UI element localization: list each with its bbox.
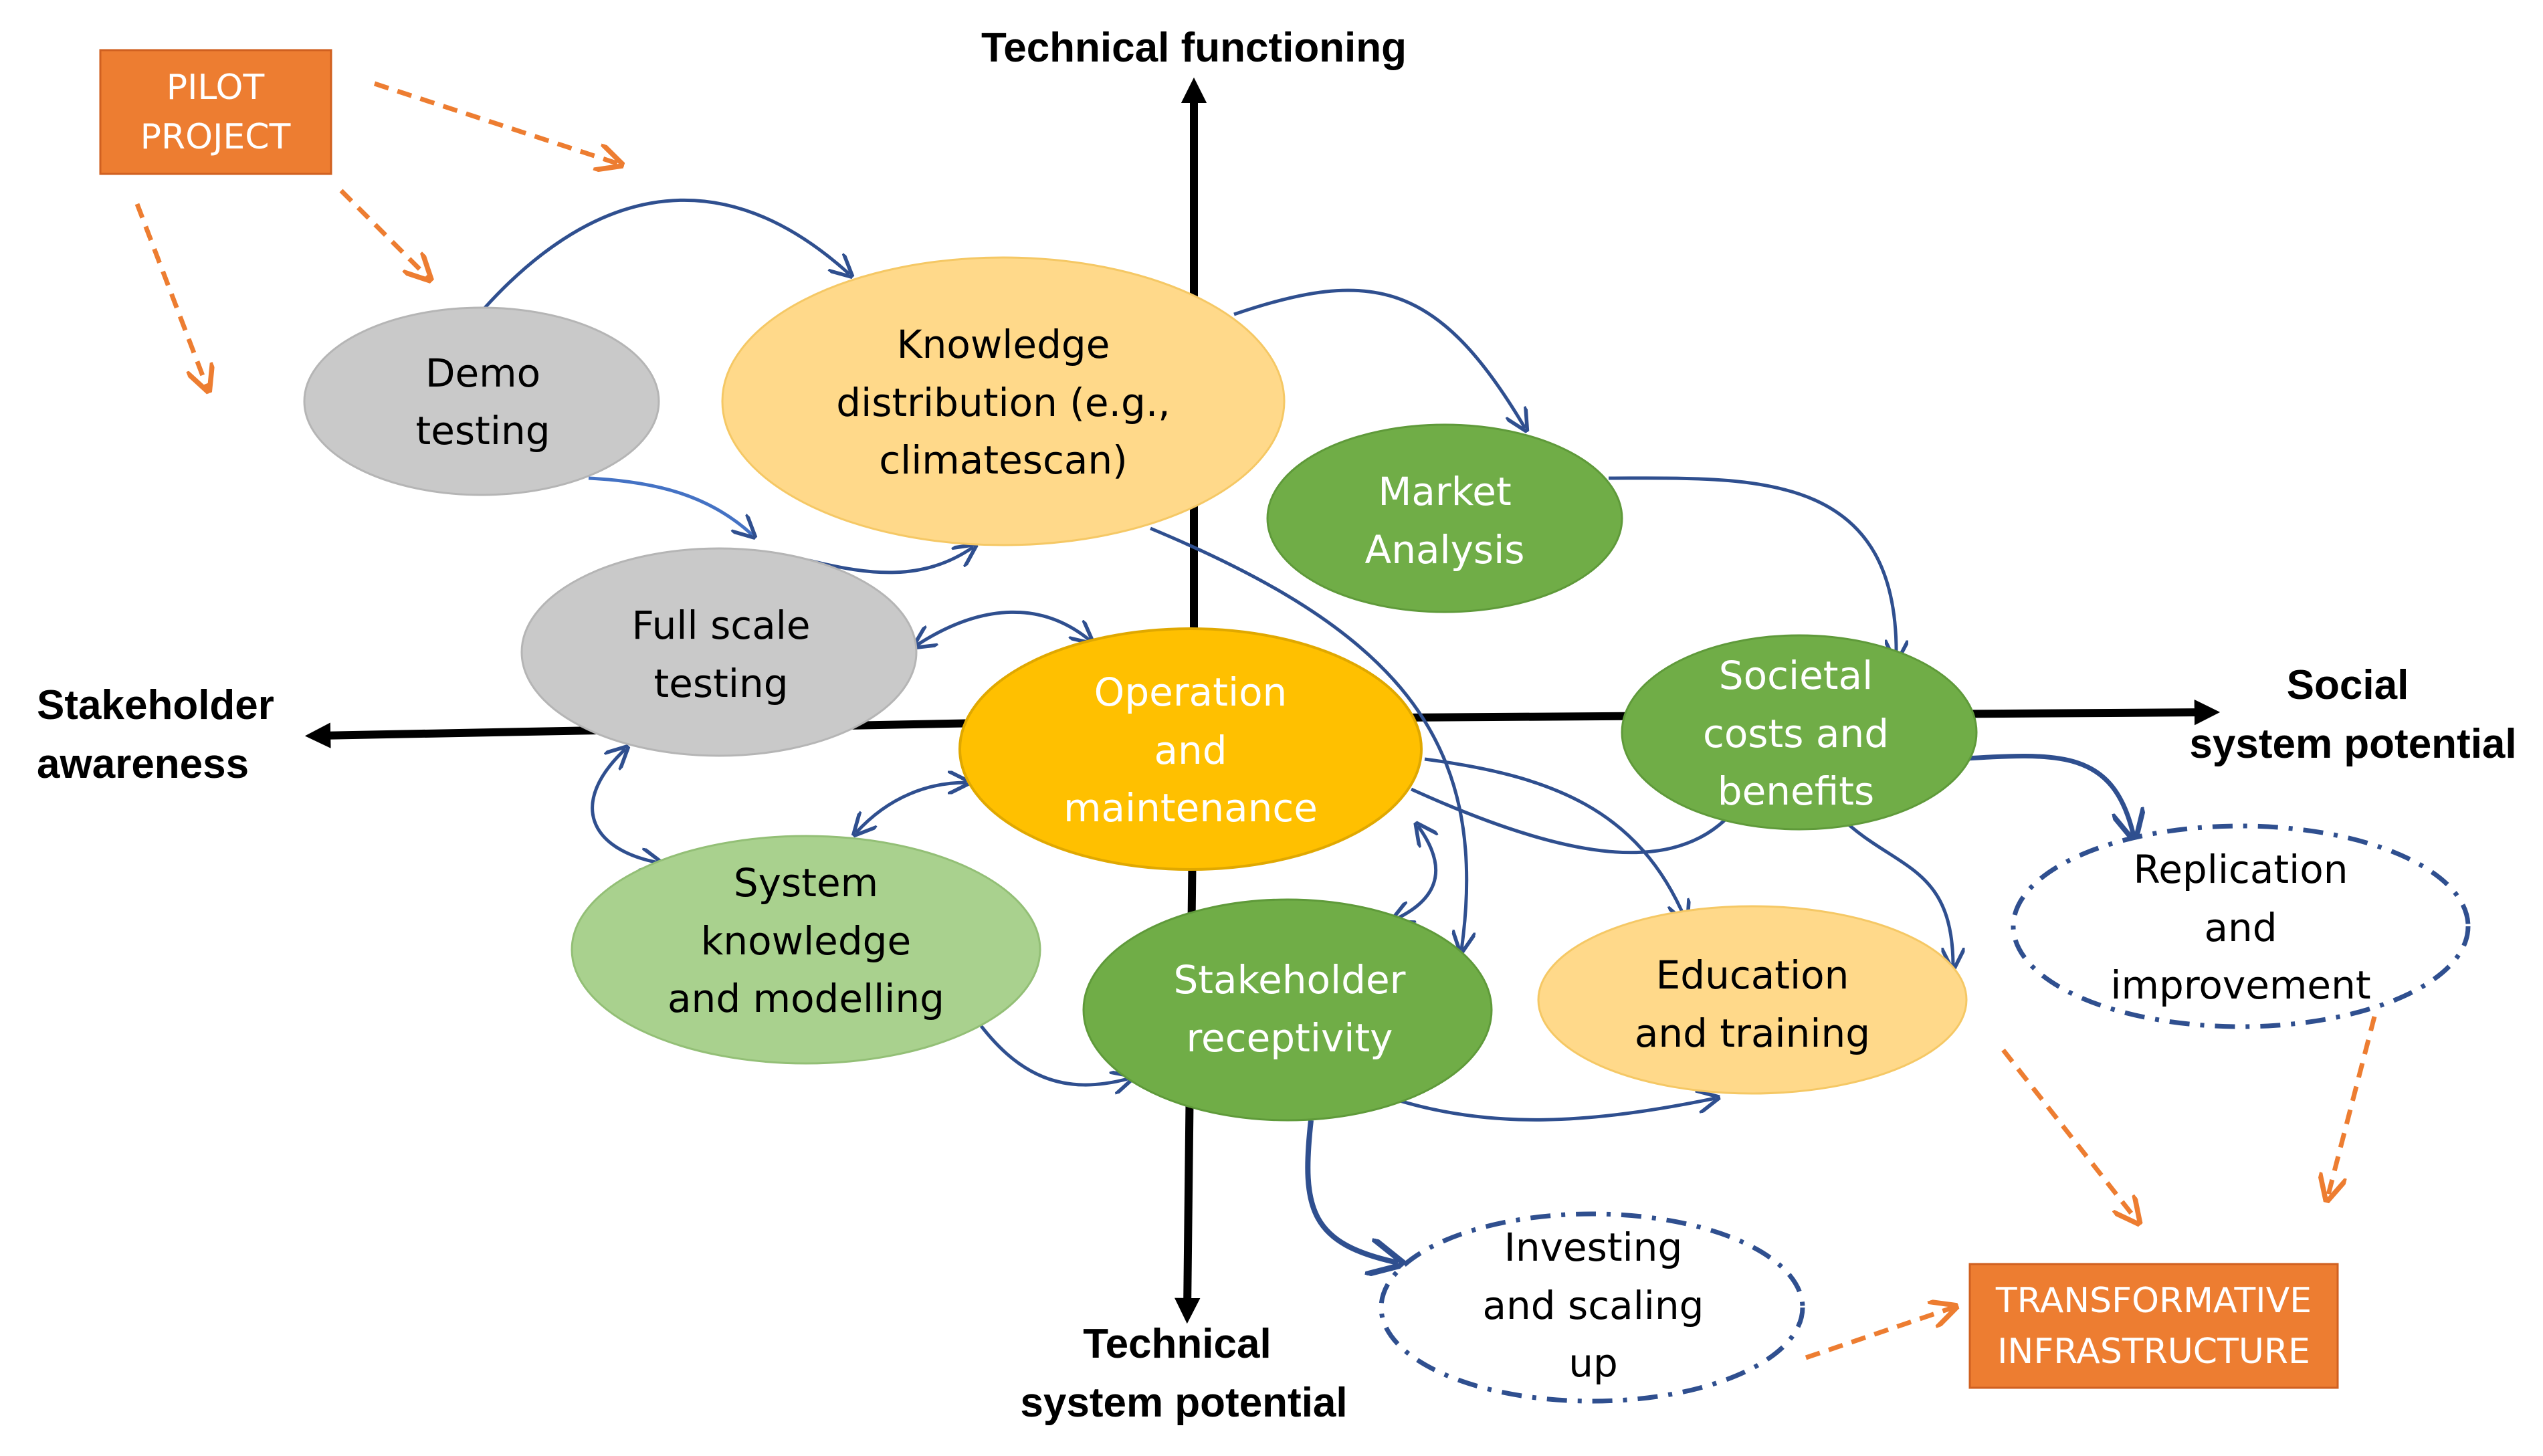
flow-knowledge-stakeholder bbox=[1150, 526, 1467, 950]
dashed-arrow-education-transformative bbox=[2001, 1048, 2137, 1221]
flow-fullscale-knowledge bbox=[809, 547, 973, 575]
fullscale-line1: Full scale bbox=[631, 603, 810, 648]
node-societal-costs-benefits: Societal costs and benefits bbox=[1621, 634, 1978, 831]
replication-line2: and bbox=[2204, 905, 2277, 950]
flow-stakeholder-education bbox=[1391, 1098, 1716, 1122]
dashed-arrow-pilot-right bbox=[373, 81, 619, 164]
demo-line1: Demo bbox=[425, 350, 540, 396]
operation-line3: maintenance bbox=[1063, 785, 1318, 831]
knowledge-line2: distribution (e.g., bbox=[836, 380, 1170, 425]
investing-line2: and scaling bbox=[1482, 1283, 1704, 1328]
node-market-analysis: Market Analysis bbox=[1266, 423, 1623, 613]
axes: Technical functioning Technical system p… bbox=[37, 25, 2517, 1426]
dashed-arrow-pilot-down bbox=[134, 203, 207, 388]
flow-demo-knowledge bbox=[484, 198, 849, 309]
node-system-knowledge-modelling: System knowledge and modelling bbox=[571, 835, 1041, 1065]
axis-label-bottom-line2: system potential bbox=[1020, 1380, 1347, 1426]
stakeholder-line1: Stakeholder bbox=[1173, 957, 1405, 1003]
pilot-line1: PILOT bbox=[167, 68, 265, 108]
node-replication-improvement: Replication and improvement bbox=[2011, 823, 2471, 1029]
knowledge-line3: climatescan) bbox=[879, 437, 1128, 483]
replication-line1: Replication bbox=[2134, 847, 2348, 892]
node-education-training: Education and training bbox=[1537, 905, 1968, 1095]
flow-system-operation bbox=[856, 783, 967, 833]
flow-system-stakeholder bbox=[971, 1014, 1130, 1085]
societal-line1: Societal bbox=[1719, 653, 1873, 698]
operation-line1: Operation bbox=[1094, 669, 1288, 715]
transformative-line2: INFRASTRUCTURE bbox=[1997, 1332, 2310, 1372]
dashed-arrows bbox=[134, 81, 2377, 1360]
education-line1: Education bbox=[1656, 952, 1849, 998]
flow-operation-societal bbox=[1410, 787, 1727, 855]
flow-societal-replication bbox=[1956, 753, 2134, 836]
flow-arrows bbox=[484, 198, 2134, 1263]
societal-line3: benefits bbox=[1718, 768, 1874, 814]
flow-fullscale-system bbox=[591, 749, 659, 863]
axis-label-top: Technical functioning bbox=[981, 25, 1407, 71]
flow-societal-education bbox=[1838, 815, 1953, 966]
system-line2: knowledge bbox=[701, 918, 911, 964]
axis-label-left-line2: awareness bbox=[37, 741, 249, 787]
transformative-infrastructure-box: TRANSFORMATIVE INFRASTRUCTURE bbox=[1968, 1263, 2339, 1389]
node-operation-maintenance: Operation and maintenance bbox=[958, 627, 1423, 871]
investing-line3: up bbox=[1568, 1340, 1618, 1386]
fullscale-line2: testing bbox=[653, 661, 788, 706]
dashed-arrow-replication-transformative bbox=[2328, 1016, 2377, 1197]
flow-operation-education bbox=[1424, 757, 1686, 920]
dashed-arrow-pilot-diag bbox=[339, 189, 428, 278]
demo-line2: testing bbox=[415, 408, 550, 453]
education-line2: and training bbox=[1635, 1011, 1870, 1056]
axis-label-right-line2: system potential bbox=[2189, 721, 2516, 767]
flow-fullscale-operation bbox=[916, 610, 1090, 645]
flow-stakeholder-investing bbox=[1305, 1120, 1398, 1263]
node-full-scale-testing: Full scale testing bbox=[520, 547, 918, 757]
knowledge-line1: Knowledge bbox=[897, 322, 1110, 367]
pilot-line2: PROJECT bbox=[140, 117, 291, 157]
node-knowledge-distribution: Knowledge distribution (e.g., climatesca… bbox=[721, 256, 1286, 546]
node-stakeholder-receptivity: Stakeholder receptivity bbox=[1082, 898, 1493, 1122]
flow-knowledge-market bbox=[1233, 288, 1525, 428]
system-line3: and modelling bbox=[668, 976, 944, 1021]
societal-line2: costs and bbox=[1703, 711, 1889, 756]
flow-demo-fullscale bbox=[588, 476, 752, 535]
flow-market-societal bbox=[1608, 476, 1896, 659]
axis-label-bottom-line1: Technical bbox=[1083, 1321, 1271, 1367]
axis-label-left-line1: Stakeholder bbox=[37, 682, 274, 728]
flow-operation-stakeholder bbox=[1395, 826, 1436, 920]
operation-line2: and bbox=[1154, 728, 1227, 773]
dashed-arrow-investing-transformative bbox=[1805, 1308, 1953, 1360]
investing-line1: Investing bbox=[1504, 1225, 1683, 1270]
node-demo-testing: Demo testing bbox=[303, 306, 660, 496]
stakeholder-line2: receptivity bbox=[1186, 1015, 1393, 1061]
replication-line3: improvement bbox=[2110, 962, 2370, 1008]
market-line1: Market bbox=[1378, 469, 1511, 514]
pilot-project-box: PILOT PROJECT bbox=[99, 49, 332, 175]
axis-label-right-line1: Social bbox=[2287, 662, 2409, 708]
node-investing-scaling-up: Investing and scaling up bbox=[1379, 1211, 1805, 1404]
system-line1: System bbox=[734, 860, 878, 906]
transformative-line1: TRANSFORMATIVE bbox=[1995, 1281, 2312, 1321]
market-line2: Analysis bbox=[1365, 527, 1525, 573]
